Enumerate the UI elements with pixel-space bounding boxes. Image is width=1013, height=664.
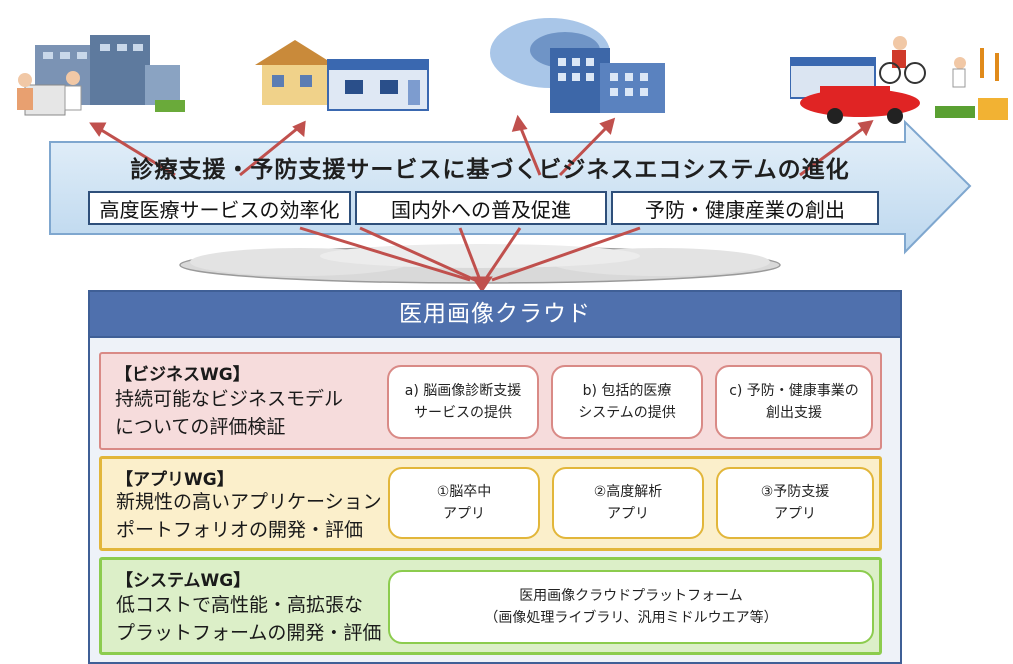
app-item-prevention: ③予防支援 アプリ (716, 467, 874, 539)
connector-lines (299, 226, 641, 290)
app-wg-desc-line2: ポートフォリオの開発・評価 (116, 519, 364, 541)
goal-efficiency: 高度医療サービスの効率化 (88, 191, 351, 225)
business-wg-desc-line1: 持続可能なビジネスモデル (115, 388, 344, 410)
system-wg-desc-line1: 低コストで高性能・高拡張な (116, 594, 364, 616)
clinic-houses-icon (255, 40, 429, 111)
system-wg-title: 【システムWG】 (116, 571, 251, 591)
business-wg-desc-line2: についての評価検証 (115, 416, 286, 438)
system-wg-section: 【システムWG】 低コストで高性能・高拡張な プラットフォームの開発・評価 医用… (99, 557, 882, 655)
car-sports-lifestyle-icon (790, 36, 1008, 124)
app-item-stroke: ①脳卒中 アプリ (388, 467, 540, 539)
banner-title: 診療支援・予防支援サービスに基づくビジネスエコシステムの進化 (130, 157, 850, 183)
business-wg-title: 【ビジネスWG】 (115, 365, 250, 385)
goal-promotion: 国内外への普及促進 (355, 191, 607, 225)
business-item-b: b) 包括的医療 システムの提供 (551, 365, 703, 439)
platform-title: 医用画像クラウド (88, 290, 902, 338)
business-item-a: a) 脳画像診断支援 サービスの提供 (387, 365, 539, 439)
global-hospital-icon (490, 18, 665, 113)
business-wg-section: 【ビジネスWG】 持続可能なビジネスモデル についての評価検証 a) 脳画像診断… (99, 352, 882, 450)
system-platform-item: 医用画像クラウドプラットフォーム （画像処理ライブラリ、汎用ミドルウエア等） (388, 570, 874, 644)
goal-prevention-industry: 予防・健康産業の創出 (611, 191, 879, 225)
business-item-c: c) 予防・健康事業の 創出支援 (715, 365, 873, 439)
app-wg-desc-line1: 新規性の高いアプリケーション (116, 491, 382, 513)
upward-arrows (89, 114, 874, 177)
system-wg-desc-line2: プラットフォームの開発・評価 (116, 622, 382, 644)
app-wg-section: 【アプリWG】 新規性の高いアプリケーション ポートフォリオの開発・評価 ①脳卒… (99, 456, 882, 551)
big-arrow-shape (49, 119, 972, 255)
hospital-staff-scene-icon (17, 35, 185, 116)
app-item-analysis: ②高度解析 アプリ (552, 467, 704, 539)
cloud-icon (179, 244, 781, 284)
app-wg-title: 【アプリWG】 (116, 470, 234, 490)
